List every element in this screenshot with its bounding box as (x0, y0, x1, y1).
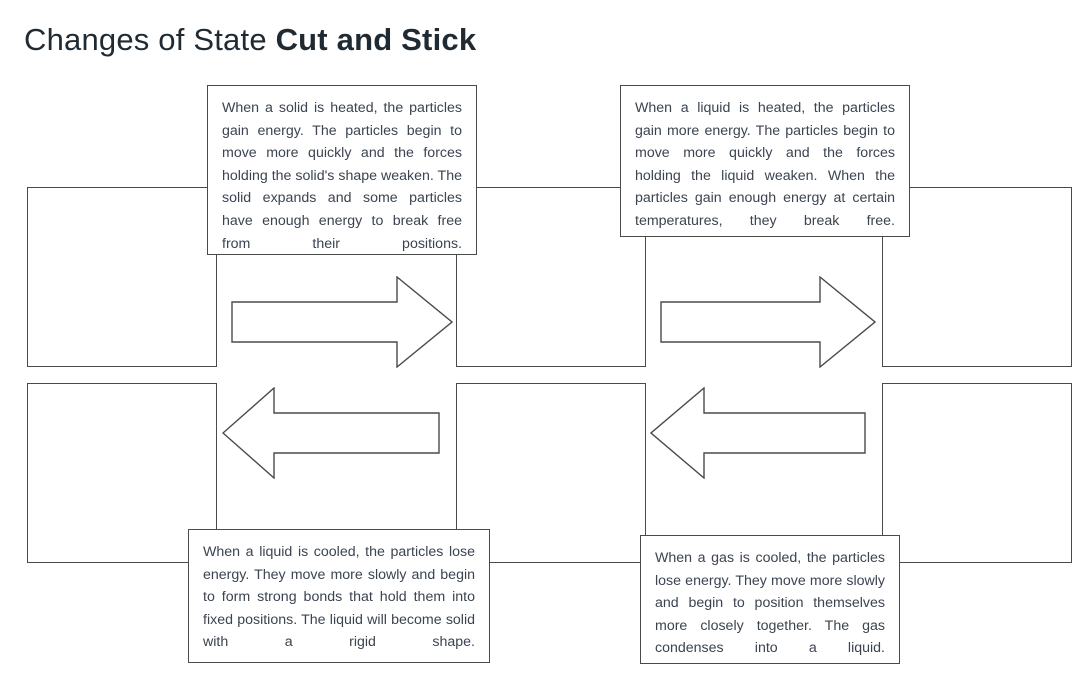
arrow-left-bottom-right (650, 387, 866, 479)
page-title: Changes of State Cut and Stick (24, 20, 476, 60)
page-title-bold: Cut and Stick (275, 22, 477, 57)
card-freezing[interactable]: When a liquid is cooled, the particles l… (188, 529, 490, 663)
slot-top-left[interactable] (27, 187, 217, 367)
arrow-right-top-left (231, 276, 453, 368)
card-melting[interactable]: When a solid is heated, the particles ga… (207, 85, 477, 255)
arrow-left-bottom-left (222, 387, 440, 479)
card-condensing[interactable]: When a gas is cooled, the particles lose… (640, 535, 900, 664)
card-evaporating[interactable]: When a liquid is heated, the particles g… (620, 85, 910, 237)
slot-top-middle[interactable] (456, 187, 646, 367)
card-evaporating-text: When a liquid is heated, the particles g… (635, 100, 895, 229)
slot-bottom-left[interactable] (27, 383, 217, 563)
arrow-right-top-right (660, 276, 876, 368)
card-freezing-text: When a liquid is cooled, the particles l… (203, 544, 475, 651)
page-title-light: Changes of State (24, 22, 276, 57)
card-melting-text: When a solid is heated, the particles ga… (222, 100, 462, 252)
card-condensing-text: When a gas is cooled, the particles lose… (655, 550, 885, 657)
slot-top-right[interactable] (882, 187, 1072, 367)
slot-bottom-right[interactable] (882, 383, 1072, 563)
